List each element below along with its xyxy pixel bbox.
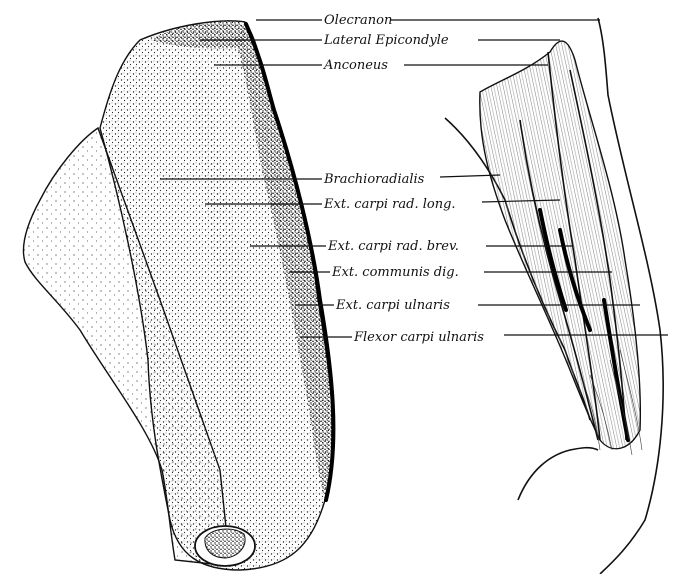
label-ext-carpi-rad-brev: Ext. carpi rad. brev. (327, 239, 459, 254)
label-ext-communis-dig: Ext. communis dig. (331, 265, 459, 280)
muscle-mass (480, 41, 641, 449)
muscle-view (445, 18, 663, 574)
label-lateral-epicondyle: Lateral Epicondyle (323, 33, 449, 48)
label-olecranon: Olecranon (324, 13, 392, 28)
label-anconeus: Anconeus (323, 58, 388, 73)
label-ext-carpi-rad-long: Ext. carpi rad. long. (323, 197, 456, 212)
surface-view (23, 20, 333, 570)
label-flexor-carpi-ulnaris: Flexor carpi ulnaris (353, 330, 484, 345)
hand-outline (518, 448, 598, 500)
label-ext-carpi-ulnaris: Ext. carpi ulnaris (335, 298, 450, 313)
label-brachioradialis: Brachioradialis (323, 172, 425, 187)
